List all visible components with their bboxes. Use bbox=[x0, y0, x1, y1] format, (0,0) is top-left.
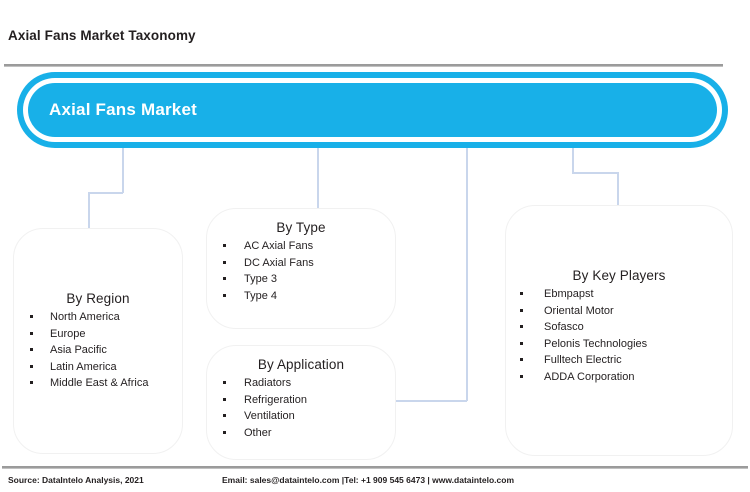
bullet-icon bbox=[30, 331, 33, 335]
card-by-key-players[interactable]: By Key Players Ebmpapst Oriental Motor S… bbox=[505, 205, 733, 456]
list-item: Ventilation bbox=[221, 408, 395, 425]
list-item: Asia Pacific bbox=[28, 342, 182, 359]
list-item: Fulltech Electric bbox=[518, 352, 732, 369]
market-header-banner-inner: Axial Fans Market bbox=[28, 83, 717, 137]
list-item: AC Axial Fans bbox=[221, 238, 395, 255]
bullet-icon bbox=[223, 414, 226, 417]
bullet-icon bbox=[223, 381, 226, 384]
card-by-type[interactable]: By Type AC Axial Fans DC Axial Fans Type… bbox=[206, 208, 396, 329]
list-item-label: Ventilation bbox=[244, 410, 295, 422]
bullet-icon bbox=[30, 381, 33, 384]
bullet-icon bbox=[223, 397, 226, 401]
bullet-icon bbox=[520, 292, 523, 295]
connector-application-segment-left bbox=[396, 400, 467, 402]
list-item-label: Europe bbox=[50, 327, 86, 340]
connector-application-segment-down bbox=[466, 148, 468, 401]
bullet-icon bbox=[520, 374, 523, 378]
list-item: Radiators bbox=[221, 375, 395, 392]
bullet-icon bbox=[520, 341, 523, 345]
list-item: Type 3 bbox=[221, 271, 395, 288]
list-item-label: Refrigeration bbox=[244, 393, 307, 406]
connector-region-segment-left bbox=[88, 192, 123, 194]
list-item-label: DC Axial Fans bbox=[244, 256, 314, 269]
market-header-banner: Axial Fans Market bbox=[17, 72, 728, 148]
card-by-region-list: North America Europe Asia Pacific Latin … bbox=[14, 309, 182, 392]
card-by-region-title: By Region bbox=[66, 291, 130, 306]
list-item-label: North America bbox=[50, 311, 120, 323]
list-item: DC Axial Fans bbox=[221, 255, 395, 272]
bullet-icon bbox=[223, 260, 226, 264]
card-by-region[interactable]: By Region North America Europe Asia Paci… bbox=[13, 228, 183, 454]
market-header-banner-ring: Axial Fans Market bbox=[23, 78, 722, 142]
list-item-label: Other bbox=[244, 426, 272, 439]
list-item: Sofasco bbox=[518, 319, 732, 336]
bullet-icon bbox=[223, 430, 226, 434]
list-item: North America bbox=[28, 309, 182, 326]
footer-contact-label[interactable]: Email: sales@dataintelo.com |Tel: +1 909… bbox=[222, 475, 515, 485]
list-item-label: Oriental Motor bbox=[544, 304, 614, 317]
connector-region-segment-down-1 bbox=[122, 148, 124, 193]
list-item: Latin America bbox=[28, 359, 182, 376]
list-item-label: Sofasco bbox=[544, 321, 584, 333]
card-by-application-title: By Application bbox=[257, 357, 345, 372]
list-item-label: Fulltech Electric bbox=[544, 354, 622, 366]
connector-players-segment-down-1 bbox=[572, 148, 574, 173]
bullet-icon bbox=[30, 348, 33, 351]
list-item: Refrigeration bbox=[221, 392, 395, 409]
list-item: Ebmpapst bbox=[518, 286, 732, 303]
list-item-label: Pelonis Technologies bbox=[544, 337, 648, 350]
list-item: Middle East & Africa bbox=[28, 375, 182, 392]
page-title: Axial Fans Market Taxonomy bbox=[8, 28, 196, 43]
list-item-label: Latin America bbox=[50, 360, 117, 373]
bullet-icon bbox=[520, 308, 523, 312]
bottom-divider-rule bbox=[2, 466, 748, 469]
list-item: Type 4 bbox=[221, 288, 395, 305]
card-by-application[interactable]: By Application Radiators Refrigeration V… bbox=[206, 345, 396, 460]
list-item: Oriental Motor bbox=[518, 303, 732, 320]
bullet-icon bbox=[520, 325, 523, 328]
bullet-icon bbox=[30, 364, 33, 368]
connector-players-segment-down-2 bbox=[617, 172, 619, 209]
bullet-icon bbox=[223, 293, 226, 297]
bullet-icon bbox=[223, 277, 226, 280]
bullet-icon bbox=[30, 315, 33, 318]
card-by-key-players-list: Ebmpapst Oriental Motor Sofasco Pelonis … bbox=[506, 286, 732, 385]
list-item-label: Radiators bbox=[244, 377, 292, 389]
list-item-label: Ebmpapst bbox=[544, 288, 594, 300]
list-item-label: Middle East & Africa bbox=[50, 377, 149, 389]
connector-type-segment-down bbox=[317, 148, 319, 210]
bullet-icon bbox=[520, 358, 523, 361]
list-item: Europe bbox=[28, 326, 182, 343]
card-by-type-list: AC Axial Fans DC Axial Fans Type 3 Type … bbox=[207, 238, 395, 304]
list-item-label: ADDA Corporation bbox=[544, 370, 635, 383]
list-item: ADDA Corporation bbox=[518, 369, 732, 386]
list-item: Pelonis Technologies bbox=[518, 336, 732, 353]
card-by-application-list: Radiators Refrigeration Ventilation Othe… bbox=[207, 375, 395, 441]
card-by-type-title: By Type bbox=[276, 220, 326, 235]
card-by-key-players-title: By Key Players bbox=[572, 268, 666, 283]
list-item-label: Type 3 bbox=[244, 273, 278, 285]
connector-players-segment-right bbox=[572, 172, 619, 174]
list-item: Other bbox=[221, 425, 395, 442]
bullet-icon bbox=[223, 244, 226, 247]
top-divider-rule bbox=[4, 64, 723, 67]
market-header-label: Axial Fans Market bbox=[49, 100, 197, 119]
list-item-label: Asia Pacific bbox=[50, 344, 107, 356]
footer-source-label: Source: DataIntelo Analysis, 2021 bbox=[8, 475, 144, 485]
connector-region-segment-down-2 bbox=[88, 192, 90, 230]
list-item-label: AC Axial Fans bbox=[244, 240, 314, 252]
list-item-label: Type 4 bbox=[244, 289, 278, 302]
